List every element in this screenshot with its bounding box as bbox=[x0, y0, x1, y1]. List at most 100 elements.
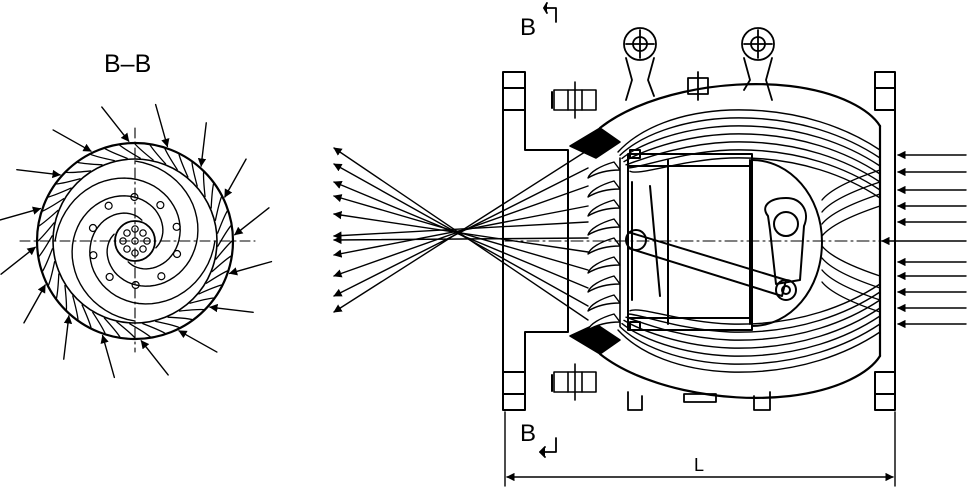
guide-vane bbox=[587, 275, 621, 293]
guide-vane bbox=[587, 180, 621, 198]
streamline-inner bbox=[821, 193, 881, 225]
section-cut-marks bbox=[539, 2, 557, 458]
radial-arrow bbox=[0, 206, 42, 221]
guide-vane bbox=[587, 313, 621, 331]
vane bbox=[149, 144, 167, 165]
vane bbox=[202, 171, 206, 198]
jet-line bbox=[333, 163, 589, 307]
vane bbox=[103, 317, 121, 338]
jet-line bbox=[333, 221, 589, 240]
radial-arrow bbox=[234, 207, 270, 236]
spiral-line bbox=[54, 177, 181, 270]
valve-feet bbox=[627, 391, 771, 411]
ring-hole bbox=[172, 249, 182, 259]
internal-streamlines bbox=[617, 109, 881, 373]
hub-hole bbox=[123, 229, 131, 237]
vane bbox=[198, 284, 223, 295]
vane bbox=[81, 304, 92, 329]
spiral-line bbox=[106, 160, 199, 287]
vane bbox=[210, 183, 215, 209]
radial-arrow bbox=[140, 340, 169, 376]
vane bbox=[64, 284, 68, 311]
section-marker-bottom: B bbox=[520, 420, 537, 447]
vane bbox=[142, 322, 166, 334]
guide-vane bbox=[587, 294, 621, 312]
vane bbox=[90, 153, 116, 162]
radial-arrow bbox=[63, 315, 73, 360]
ring-hole bbox=[172, 222, 181, 231]
vane bbox=[38, 235, 53, 257]
streamline-lower bbox=[623, 307, 881, 349]
guide-vane bbox=[587, 218, 621, 236]
seat-ring-bottom bbox=[569, 323, 621, 355]
streamline-upper bbox=[621, 125, 881, 167]
streamline-upper bbox=[623, 133, 881, 175]
vane bbox=[216, 210, 228, 234]
vane bbox=[119, 144, 141, 159]
vane bbox=[47, 187, 72, 198]
vane bbox=[178, 308, 205, 312]
vane bbox=[214, 196, 223, 222]
radial-arrow bbox=[178, 330, 218, 353]
vane bbox=[65, 170, 92, 174]
seat-ring-top bbox=[569, 127, 621, 159]
hub-hole bbox=[123, 245, 131, 253]
jet-line bbox=[333, 194, 589, 271]
vane bbox=[42, 248, 54, 272]
flange-bolts bbox=[553, 81, 597, 401]
ring-hole bbox=[105, 272, 114, 282]
radial-arrow bbox=[23, 284, 46, 324]
vane bbox=[167, 316, 193, 321]
lifting-lugs bbox=[623, 27, 775, 101]
vane bbox=[37, 222, 55, 242]
hub-hole bbox=[139, 229, 147, 237]
streamline-inner bbox=[821, 205, 881, 237]
vane bbox=[215, 240, 233, 260]
jet-line bbox=[333, 147, 589, 321]
spiral-line bbox=[71, 195, 164, 322]
vane bbox=[72, 295, 79, 321]
streamline-inner bbox=[821, 181, 881, 213]
ring-hole bbox=[156, 200, 165, 210]
guide-vane bbox=[587, 237, 621, 255]
streamline-inner bbox=[821, 257, 881, 289]
vane bbox=[55, 178, 81, 185]
streamline-upper bbox=[625, 141, 881, 183]
vane bbox=[47, 260, 56, 286]
inflow-arrows-radial bbox=[0, 103, 273, 379]
ring-hole bbox=[130, 192, 139, 202]
inlet-flow-arrows bbox=[881, 150, 967, 329]
vane bbox=[164, 148, 178, 171]
section-marker-top: B bbox=[520, 14, 537, 41]
hub-hole bbox=[139, 245, 147, 253]
linkage-arm bbox=[625, 197, 807, 301]
streamline-inner bbox=[821, 245, 881, 277]
spiral-line bbox=[89, 212, 216, 305]
section-view-title: B–B bbox=[104, 50, 152, 78]
outlet-flange bbox=[502, 71, 569, 411]
radial-arrow bbox=[52, 129, 92, 152]
section-view-b-b bbox=[0, 103, 273, 379]
vane bbox=[55, 273, 60, 299]
radial-arrow bbox=[100, 334, 116, 379]
ring-hole bbox=[131, 280, 140, 290]
radial-arrow bbox=[228, 260, 273, 276]
streamline-upper bbox=[627, 149, 881, 191]
length-dimension-label: L bbox=[694, 455, 705, 475]
streamline-upper bbox=[617, 109, 881, 153]
valve-elevation bbox=[333, 2, 967, 487]
outlet-jet-lines bbox=[333, 147, 589, 321]
radial-arrow bbox=[209, 303, 254, 313]
jet-line bbox=[333, 235, 589, 245]
ring-hole bbox=[88, 223, 98, 233]
streamline-lower bbox=[619, 323, 881, 365]
streamline-inner bbox=[821, 169, 881, 201]
radial-arrow bbox=[16, 169, 61, 179]
radial-arrow bbox=[224, 158, 247, 198]
jet-line bbox=[333, 167, 589, 297]
streamline-inner bbox=[821, 269, 881, 301]
guide-vane bbox=[587, 161, 621, 179]
streamline-lower bbox=[621, 315, 881, 357]
vane bbox=[191, 161, 198, 187]
